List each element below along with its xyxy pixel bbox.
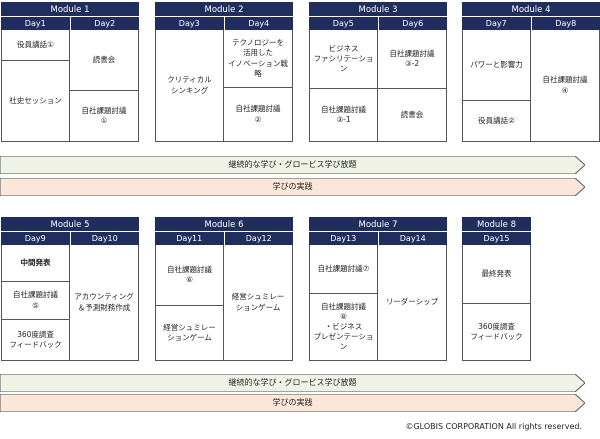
session-cell: 自社課題討議 ⑥ — [167, 264, 212, 284]
session-cell: 中間発表 — [20, 257, 51, 267]
module-6: Module 6 Day11 Day12 自社課題討議 ⑥ 経営シュミレー ショ… — [155, 217, 293, 361]
module-7: Module 7 Day13 Day14 自社課題討議⑦ 自社課題討議 ⑧ ・ビ… — [309, 217, 447, 361]
continuous-learning-band: 継続的な学び・グロービス学び放題 — [0, 156, 585, 174]
session-cell: ビジネス ファシリテーション — [313, 43, 374, 74]
practice-band: 学びの実践 — [0, 178, 585, 196]
module-title: Module 7 — [309, 217, 447, 231]
day-header: Day15 — [462, 232, 531, 245]
day-header: Day4 — [224, 17, 293, 30]
session-cell: 自社課題討議 ⑤ — [2, 281, 69, 319]
session-cell: 経営シュミレー ションゲーム — [156, 305, 223, 360]
band-label: 継続的な学び・グロービス学び放題 — [228, 160, 357, 169]
session-cell: 役員講話① — [17, 39, 54, 49]
module-body: ビジネス ファシリテーション 自社課題討議 ③-1 自社課題討議 ③-2 読書会 — [309, 30, 447, 142]
day-header: Day2 — [70, 17, 139, 30]
session-cell: 最終発表 — [481, 268, 512, 278]
session-cell: 自社課題討議 ④ — [542, 75, 588, 95]
session-cell: 360度調査 フィードバック — [463, 303, 530, 360]
copyright-notice: ©GLOBIS CORPORATION All rights reserved. — [405, 422, 582, 431]
session-cell: アカウンティング ＆予測財務作成 — [74, 292, 134, 312]
session-cell: 自社課題討議 ① — [70, 90, 138, 141]
day-header: Day9 — [1, 232, 70, 245]
module-body: クリティカル シンキング テクノロジーを 活用した イノベーション戦 略 自社課… — [155, 30, 293, 142]
module-body: 最終発表 360度調査 フィードバック — [462, 245, 531, 361]
module-5: Module 5 Day9 Day10 中間発表 自社課題討議 ⑤ 360度調査… — [1, 217, 139, 361]
band-arrow-shape — [0, 178, 585, 196]
day-header: Day11 — [155, 232, 224, 245]
module-body: 自社課題討議 ⑥ 経営シュミレー ションゲーム 経営シュミレー ションゲーム — [155, 245, 293, 361]
session-cell: テクノロジーを 活用した イノベーション戦 略 — [228, 38, 288, 78]
band-label: 学びの実践 — [272, 398, 313, 407]
session-cell: 自社課題討議 ② — [224, 87, 292, 141]
session-cell: 読書会 — [92, 54, 116, 64]
module-1: Module 1 Day1 Day2 役員講話① 社史セッション 読書会 自社課… — [1, 2, 139, 142]
session-cell: 360度調査 フィードバック — [2, 319, 69, 360]
module-8: Module 8 Day15 最終発表 360度調査 フィードバック — [462, 217, 531, 361]
session-cell: 読書会 — [378, 88, 446, 141]
day-header: Day5 — [309, 17, 378, 30]
band-arrow-shape — [0, 394, 585, 412]
session-cell: 役員講話② — [463, 100, 530, 141]
day-header: Day6 — [378, 17, 447, 30]
module-2: Module 2 Day3 Day4 クリティカル シンキング テクノロジーを … — [155, 2, 293, 142]
module-title: Module 5 — [1, 217, 139, 231]
day-header: Day1 — [1, 17, 70, 30]
session-cell: 経営シュミレー ションゲーム — [231, 292, 285, 312]
module-body: 役員講話① 社史セッション 読書会 自社課題討議 ① — [1, 30, 139, 142]
day-header: Day14 — [378, 232, 447, 245]
module-title: Module 3 — [309, 2, 447, 16]
band-arrow-shape — [0, 374, 585, 392]
session-cell: 社史セッション — [2, 60, 69, 141]
day-header: Day13 — [309, 232, 378, 245]
module-title: Module 8 — [462, 217, 531, 231]
module-title: Module 2 — [155, 2, 293, 16]
module-body: パワーと影響力 役員講話② 自社課題討議 ④ — [462, 30, 600, 142]
session-cell: 自社課題討議 ③-2 — [389, 48, 435, 68]
session-cell: 自社課題討議⑦ — [317, 263, 370, 273]
module-body: 中間発表 自社課題討議 ⑤ 360度調査 フィードバック アカウンティング ＆予… — [1, 245, 139, 361]
practice-band: 学びの実践 — [0, 394, 585, 412]
continuous-learning-band: 継続的な学び・グロービス学び放題 — [0, 374, 585, 392]
session-cell: パワーと影響力 — [470, 59, 523, 69]
day-header: Day7 — [462, 17, 531, 30]
module-title: Module 6 — [155, 217, 293, 231]
session-cell: 自社課題討議 ③-1 — [310, 88, 377, 141]
module-title: Module 1 — [1, 2, 139, 16]
day-header: Day3 — [155, 17, 224, 30]
session-cell: リーダーシップ — [385, 297, 439, 307]
band-arrow-shape — [0, 156, 585, 174]
day-header: Day12 — [224, 232, 293, 245]
module-body: 自社課題討議⑦ 自社課題討議 ⑧ ・ビジネス プレゼンテーション リーダーシップ — [309, 245, 447, 361]
day-header: Day8 — [531, 17, 600, 30]
band-label: 学びの実践 — [272, 182, 313, 191]
module-3: Module 3 Day5 Day6 ビジネス ファシリテーション 自社課題討議… — [309, 2, 447, 142]
module-4: Module 4 Day7 Day8 パワーと影響力 役員講話② 自社課題討議 … — [462, 2, 600, 142]
session-cell: クリティカル シンキング — [167, 75, 212, 95]
module-title: Module 4 — [462, 2, 600, 16]
day-header: Day10 — [70, 232, 139, 245]
band-label: 継続的な学び・グロービス学び放題 — [228, 378, 357, 387]
session-cell: 自社課題討議 ⑧ ・ビジネス プレゼンテーション — [310, 293, 377, 360]
